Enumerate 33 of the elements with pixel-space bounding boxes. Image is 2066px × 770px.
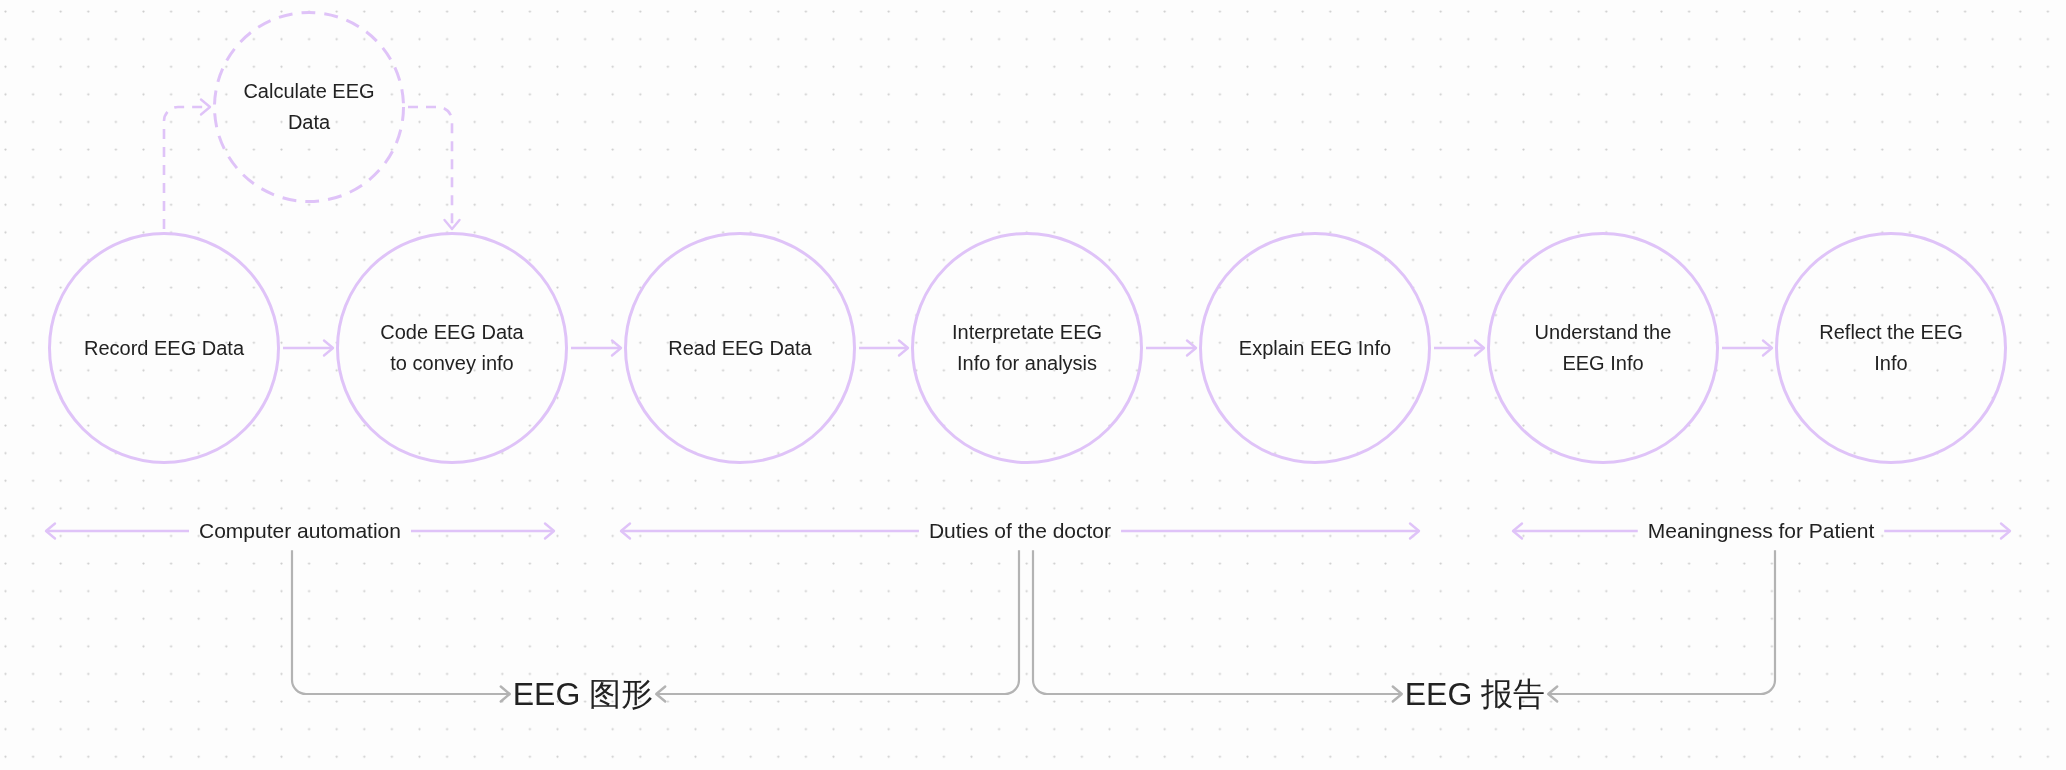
step-label: Calculate EEG Data bbox=[242, 79, 376, 135]
step-label: Code EEG Data to convey info bbox=[379, 320, 525, 376]
connector-arrow bbox=[290, 550, 511, 703]
step-circle bbox=[48, 232, 280, 464]
dashed-step-circle bbox=[213, 11, 405, 203]
arrow bbox=[283, 339, 335, 357]
step-label: Record EEG Data bbox=[83, 335, 245, 361]
arrow bbox=[1434, 339, 1486, 357]
output-label: EEG 报告 bbox=[1404, 674, 1546, 714]
arrow bbox=[1146, 339, 1198, 357]
step-label: Interpretate EEG Info for analysis bbox=[951, 320, 1103, 376]
step-circle bbox=[911, 232, 1143, 464]
group-label: Duties of the doctor bbox=[928, 517, 1112, 545]
dashed-arrow bbox=[162, 98, 212, 229]
step-circle bbox=[1775, 232, 2007, 464]
connector-arrow bbox=[655, 550, 1021, 703]
output-label: EEG 图形 bbox=[512, 674, 654, 714]
step-label: Explain EEG Info bbox=[1238, 335, 1392, 361]
step-label: Reflect the EEG Info bbox=[1818, 320, 1964, 376]
arrow bbox=[859, 339, 910, 357]
step-circle bbox=[336, 232, 568, 464]
step-circle bbox=[1199, 232, 1431, 464]
step-circle bbox=[624, 232, 856, 464]
step-circle bbox=[1487, 232, 1719, 464]
connector-arrow bbox=[1547, 550, 1777, 703]
step-label: Read EEG Data bbox=[667, 335, 813, 361]
group-label: Computer automation bbox=[199, 517, 401, 545]
arrow bbox=[1722, 339, 1774, 357]
connector-arrow bbox=[1031, 550, 1403, 703]
dashed-arrow bbox=[408, 105, 461, 231]
step-label: Understand the EEG Info bbox=[1534, 320, 1672, 376]
group-label: Meaningness for Patient bbox=[1647, 517, 1875, 545]
arrow bbox=[571, 339, 623, 357]
